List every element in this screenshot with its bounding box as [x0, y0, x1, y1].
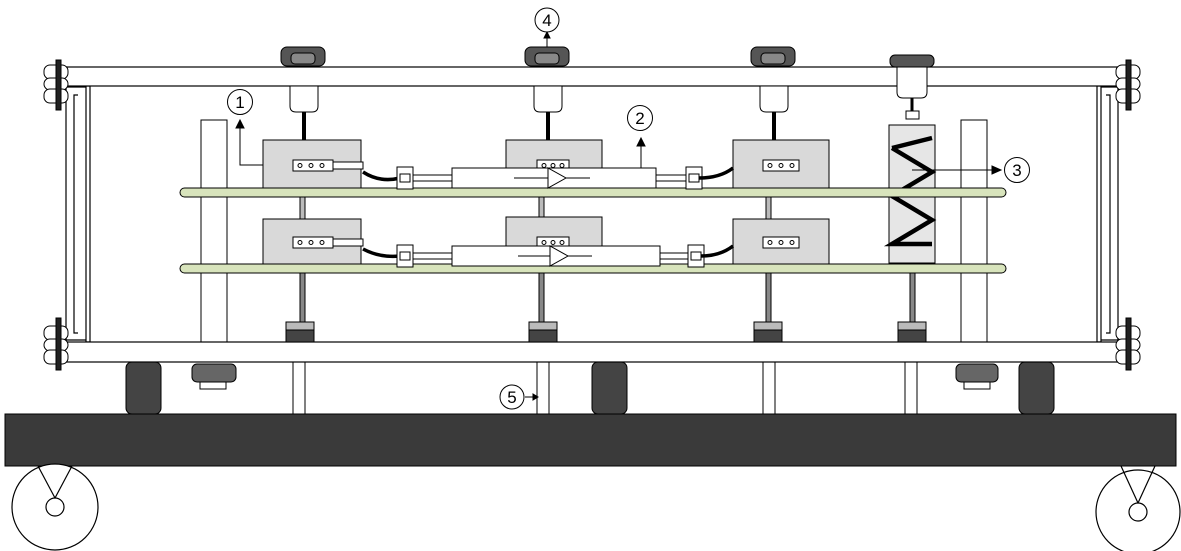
callout-2: 2 [627, 105, 653, 131]
callout-2-label: 2 [635, 109, 644, 128]
beam-clamps [43, 59, 1141, 371]
callout-4-label: 4 [542, 11, 551, 30]
upper-rail [179, 187, 1007, 198]
callout-1-label: 1 [235, 93, 244, 112]
tier-rods [299, 196, 772, 220]
lower-signal-chain [362, 244, 735, 268]
trolley-base [4, 413, 1177, 467]
callout-4: 4 [534, 7, 560, 33]
left-wheel [11, 463, 99, 551]
isolator-feet [125, 361, 1055, 415]
upper-signal-chain [362, 166, 735, 190]
uprights [200, 119, 988, 343]
top-beam [61, 66, 1123, 87]
callout-3: 3 [1004, 157, 1030, 183]
bottom-beam [61, 341, 1123, 363]
callout-1: 1 [227, 89, 253, 115]
lower-rods [285, 269, 927, 343]
callout-leaders [235, 30, 1003, 401]
frame-beams [61, 66, 1123, 363]
callout-5-label: 5 [507, 388, 516, 407]
callout-5: 5 [499, 384, 525, 410]
upper-connectors [292, 159, 800, 172]
right-wheel [1095, 465, 1181, 551]
lower-connectors [292, 236, 800, 249]
callout-3-label: 3 [1012, 161, 1021, 180]
trolley [4, 413, 1181, 551]
top-mounts [280, 46, 935, 68]
hangers [289, 66, 928, 140]
rails [179, 187, 1007, 274]
